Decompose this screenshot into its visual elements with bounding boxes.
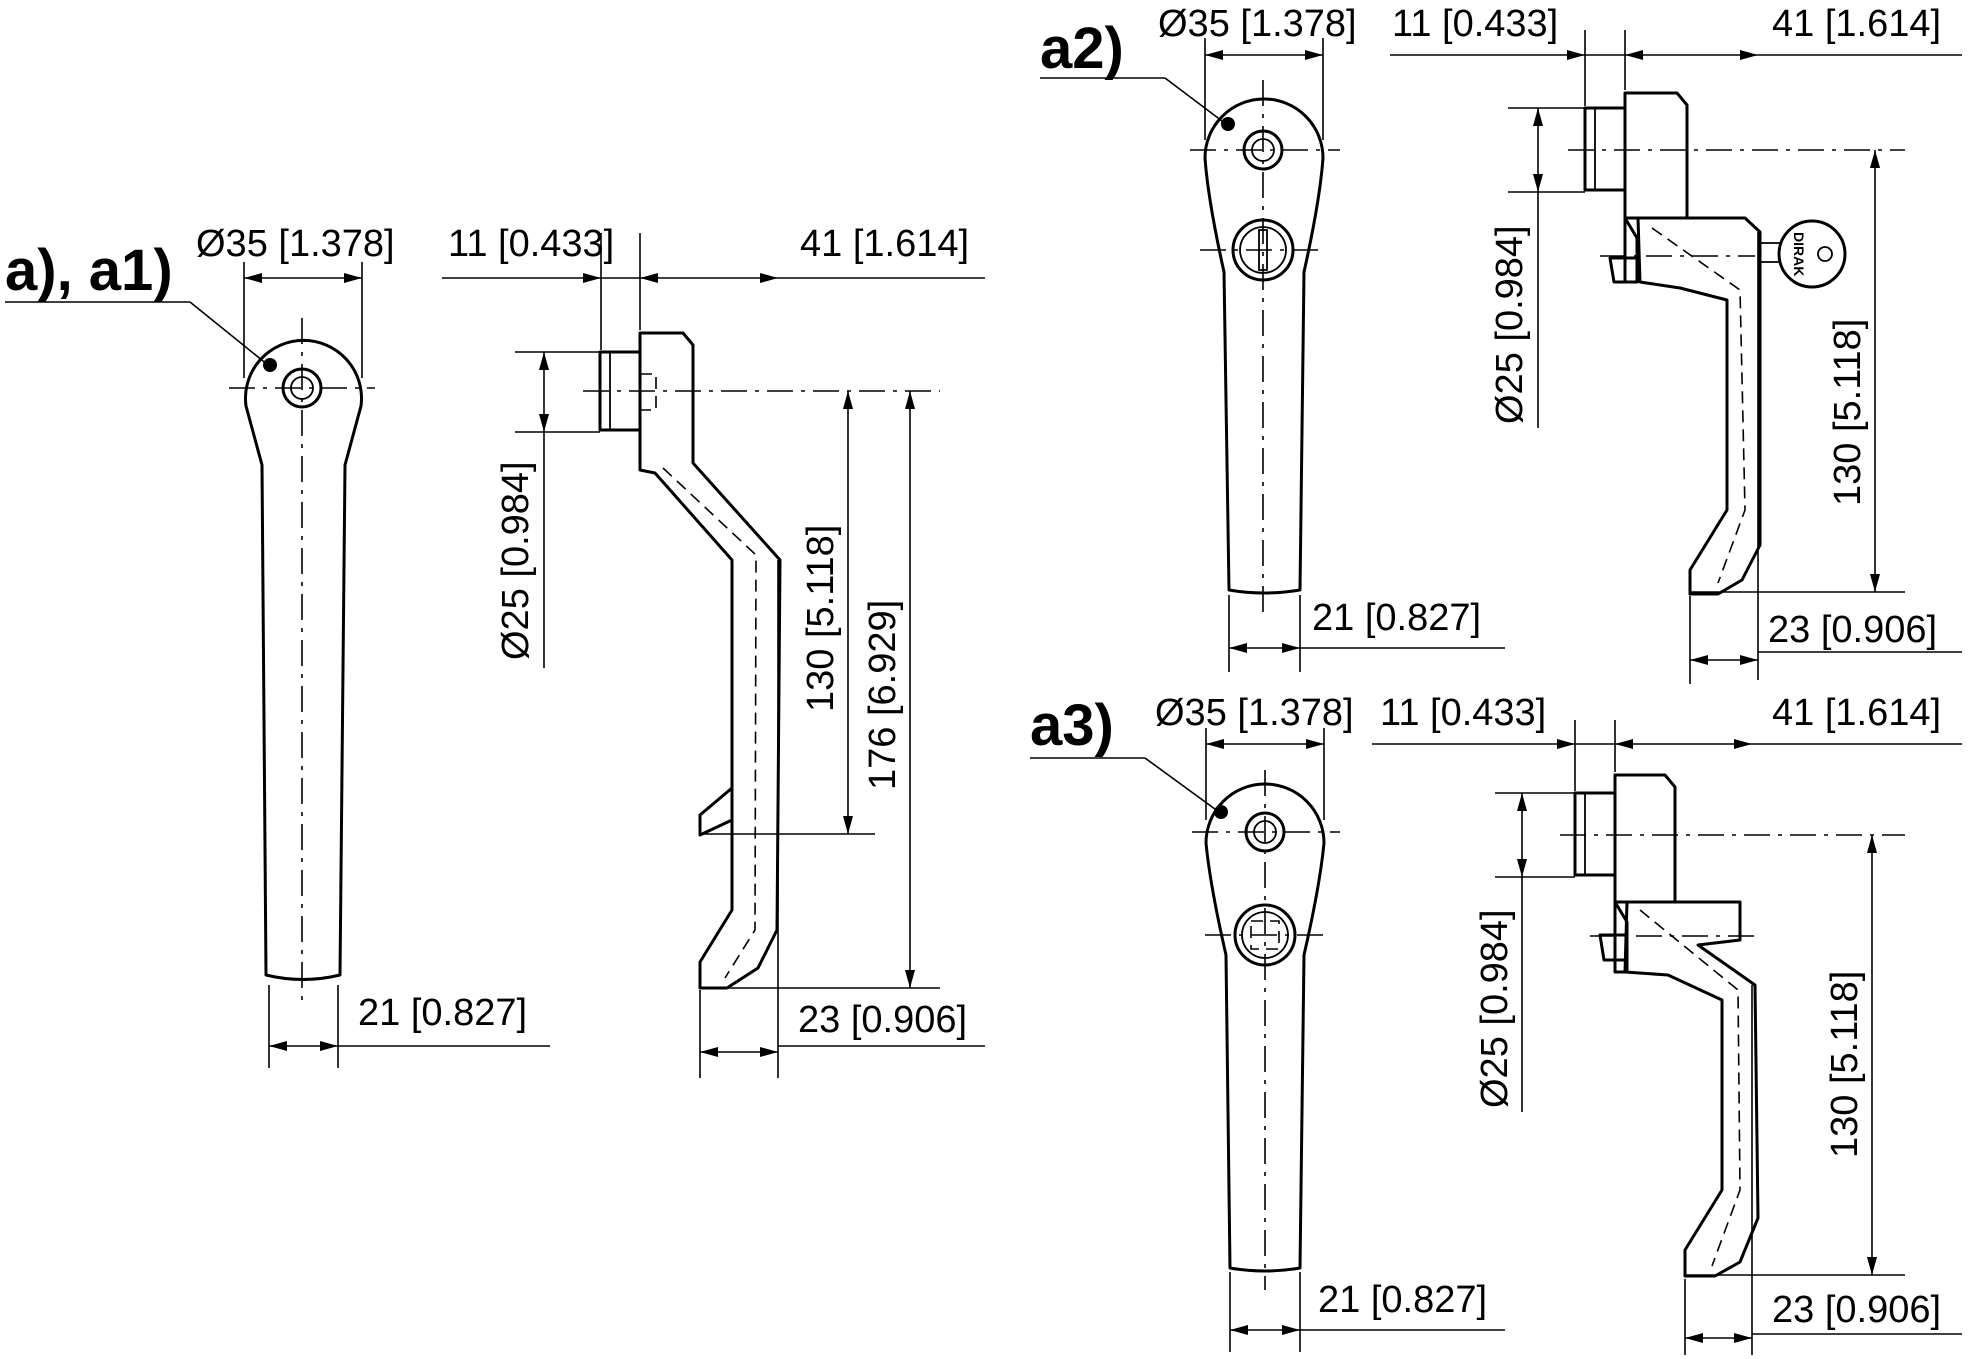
- view-a3-side-lever: [1623, 900, 1760, 1278]
- view-a3-dim-d25: Ø25 [0.984]: [1474, 909, 1516, 1108]
- arrow: [1517, 859, 1527, 877]
- view-a2-side-web: [1623, 216, 1639, 284]
- view-a2-side-hidden-line: [1651, 227, 1746, 584]
- view-a-dim-d35: Ø35 [1.378]: [196, 223, 395, 265]
- view-a3-front-handle: [1204, 782, 1326, 1273]
- view-a2-dim-21: 21 [0.827]: [1312, 597, 1481, 639]
- view-a2-leader: [1164, 77, 1227, 125]
- arrow: [905, 391, 915, 409]
- arrow: [344, 273, 362, 283]
- arrow: [843, 391, 853, 409]
- arrow: [905, 970, 915, 988]
- view-a2-key-bow: [1777, 219, 1847, 289]
- view-a2-key-logo: DIRAK: [1791, 232, 1807, 276]
- view-a-dim-d25: Ø25 [0.984]: [495, 461, 537, 660]
- view-a3-dim-130: 130 [5.118]: [1824, 971, 1866, 1158]
- arrow: [760, 273, 778, 283]
- view-a2-dim-d25: Ø25 [0.984]: [1489, 225, 1531, 424]
- arrow: [1282, 643, 1300, 653]
- view-a2-label: a2): [1040, 16, 1124, 81]
- view-a2-key-hole: [1817, 246, 1833, 262]
- arrow: [1533, 174, 1543, 192]
- view-a-side-handle: [638, 331, 782, 990]
- arrow: [843, 816, 853, 834]
- arrow: [244, 273, 262, 283]
- view-a2-side-spindle: [1583, 106, 1627, 192]
- view-a2-leader-dot: [1221, 117, 1235, 131]
- view-a-dim-21: 21 [0.827]: [358, 992, 527, 1034]
- view-a2-dim-41: 41 [1.614]: [1772, 3, 1941, 45]
- view-a-front-handle: [244, 338, 363, 981]
- view-a3-dim-23: 23 [0.906]: [1772, 1289, 1941, 1331]
- arrow: [1867, 1257, 1877, 1275]
- view-a3-dim-21: 21 [0.827]: [1318, 1279, 1487, 1321]
- arrow: [320, 1041, 338, 1051]
- view-a-dim-23: 23 [0.906]: [798, 999, 967, 1041]
- arrow: [1870, 150, 1880, 168]
- view-a3-side-hidden-line: [1639, 909, 1741, 1267]
- view-a-a1: a), a1) Ø35 [1.378] 21 [0.827]: [5, 223, 985, 1078]
- view-a3-leader: [1144, 757, 1220, 813]
- view-a-dim-176: 176 [6.929]: [862, 600, 904, 790]
- arrow: [1282, 1325, 1300, 1335]
- arrow: [760, 1047, 778, 1057]
- view-a-dim-41: 41 [1.614]: [800, 223, 969, 265]
- arrow: [1567, 50, 1585, 60]
- view-a2-side-lever: [1636, 216, 1762, 596]
- view-a3-side-body: [1613, 773, 1677, 904]
- view-a2-side-latch: [1608, 256, 1639, 284]
- arrow: [583, 273, 601, 283]
- view-a2-dim-11: 11 [0.433]: [1392, 3, 1558, 45]
- arrow: [1206, 739, 1224, 749]
- view-a2-dim-d35: Ø35 [1.378]: [1158, 3, 1357, 45]
- view-a-side-lever-step: [698, 786, 734, 837]
- arrow: [1685, 1333, 1703, 1343]
- view-a-side-spindle-hidden: [640, 373, 657, 411]
- view-a2-side-body: [1623, 91, 1689, 220]
- view-a2-front-handle: [1203, 97, 1325, 595]
- view-a3-side-spindle: [1573, 791, 1617, 877]
- arrow: [1740, 50, 1758, 60]
- arrow: [1734, 1333, 1752, 1343]
- arrow: [1517, 793, 1527, 811]
- arrow: [1867, 835, 1877, 853]
- arrow: [1305, 50, 1323, 60]
- view-a2: a2) Ø35 [1.378] 21 [0.827]: [1040, 3, 1962, 684]
- view-a3-label: a3): [1030, 693, 1114, 758]
- view-a-dim-130: 130 [5.118]: [800, 525, 842, 712]
- view-a3-side-web: [1613, 900, 1629, 974]
- arrow: [539, 352, 549, 370]
- view-a-leader-dot: [263, 358, 277, 372]
- arrow: [269, 1041, 287, 1051]
- view-a2-dim-23: 23 [0.906]: [1768, 609, 1937, 651]
- arrow: [700, 1047, 718, 1057]
- view-a-leader: [189, 301, 269, 366]
- arrow: [1205, 50, 1223, 60]
- arrow: [1557, 739, 1575, 749]
- arrow: [1740, 655, 1758, 665]
- arrow: [539, 414, 549, 432]
- view-a3: a3) Ø35 [1.378] 21 [0.827]: [1030, 692, 1962, 1355]
- view-a3-side-latch: [1598, 933, 1629, 962]
- arrow: [1533, 108, 1543, 126]
- view-a-dim-11: 11 [0.433]: [448, 223, 614, 265]
- view-a-label: a), a1): [5, 238, 173, 303]
- arrow: [1734, 739, 1752, 749]
- view-a2-dim-130: 130 [5.118]: [1827, 319, 1869, 506]
- view-a3-dim-41: 41 [1.614]: [1772, 692, 1941, 734]
- view-a3-dim-11: 11 [0.433]: [1380, 692, 1546, 734]
- view-a-side-hidden-line: [662, 467, 757, 979]
- arrow: [1870, 574, 1880, 592]
- arrow: [1230, 1325, 1248, 1335]
- arrow: [1690, 655, 1708, 665]
- arrow: [1229, 643, 1247, 653]
- arrow: [1306, 739, 1324, 749]
- view-a3-dim-d35: Ø35 [1.378]: [1155, 692, 1354, 734]
